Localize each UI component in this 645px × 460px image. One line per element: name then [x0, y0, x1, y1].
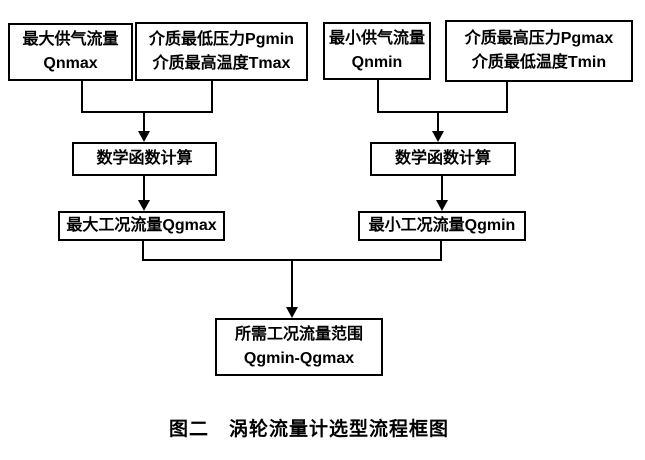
box-text-line: 介质最低温度Tmin [471, 54, 607, 71]
connector-line [437, 113, 439, 132]
connector-line [142, 241, 144, 261]
box-text-line: Qnmax [43, 55, 98, 72]
connector-line [291, 261, 293, 307]
connector-line [441, 176, 443, 200]
connector-line [211, 80, 213, 113]
box-math-calc-left: 数学函数计算 [72, 142, 217, 176]
figure-caption: 图二 涡轮流量计选型流程框图 [168, 419, 449, 440]
arrow-down-icon [138, 200, 150, 211]
box-text-line: 最小工况流量Qgmin [368, 217, 516, 234]
box-text-line: 介质最高温度Tmax [152, 54, 291, 72]
connector-line [143, 176, 145, 200]
box-text-line: Qgmin-Qgmax [243, 350, 355, 367]
box-max-working-flow: 最大工况流量Qgmax [58, 211, 225, 241]
connector-line [440, 241, 442, 261]
box-min-working-flow: 最小工况流量Qgmin [358, 211, 526, 241]
box-min-supply-flow: 最小供气流量 Qnmin [323, 22, 431, 80]
box-medium-max-pressure-min-temp: 介质最高压力Pgmax 介质最低温度Tmin [445, 20, 633, 82]
connector-line [377, 111, 508, 113]
arrow-down-icon [286, 307, 298, 318]
box-text-line: 介质最高压力Pgmax [464, 30, 614, 47]
connector-line [81, 80, 83, 113]
box-text-line: 介质最低压力Pgmin [149, 30, 294, 48]
box-text-line: 最小供气流量 [328, 30, 425, 47]
box-text-line: Qnmin [351, 54, 403, 71]
connector-line [377, 80, 379, 113]
box-text-line: 数学函数计算 [96, 150, 193, 167]
box-max-supply-flow: 最大供气流量 Qnmax [8, 23, 133, 81]
arrow-down-icon [432, 131, 444, 142]
arrow-down-icon [138, 131, 150, 142]
box-medium-min-pressure-max-temp: 介质最低压力Pgmin 介质最高温度Tmax [135, 22, 308, 81]
connector-line [81, 111, 213, 113]
box-math-calc-right: 数学函数计算 [370, 142, 516, 176]
arrow-down-icon [436, 200, 448, 211]
box-text-line: 最大工况流量Qgmax [66, 217, 217, 234]
connector-line [506, 82, 508, 113]
connector-line [142, 259, 442, 261]
connector-line [143, 113, 145, 132]
box-text-line: 所需工况流量范围 [234, 326, 363, 343]
box-required-flow-range: 所需工况流量范围 Qgmin-Qgmax [215, 318, 383, 376]
box-text-line: 最大供气流量 [22, 31, 119, 48]
box-text-line: 数学函数计算 [394, 150, 491, 167]
